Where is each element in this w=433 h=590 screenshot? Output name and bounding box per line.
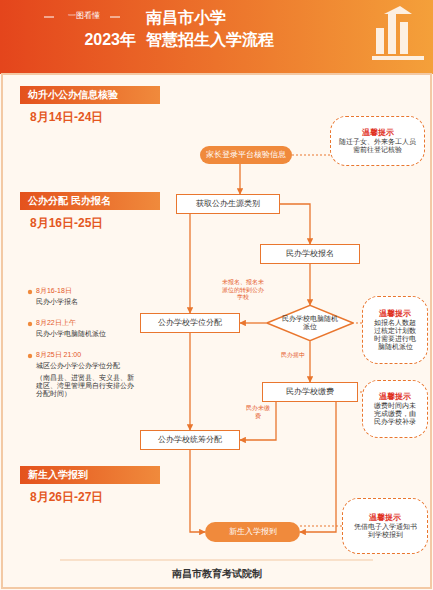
tip-body: 缴费时间内未完成缴费，由民办学校补录 bbox=[371, 402, 419, 425]
date-range: 8月26日-27日 bbox=[30, 490, 150, 505]
flow-arrow bbox=[239, 164, 240, 194]
title-dash bbox=[44, 17, 54, 18]
tip-body: 凭借电子入学通知书到学校报到 bbox=[351, 523, 419, 539]
schedule-note: 民办小学电脑随机派位 bbox=[36, 330, 134, 339]
edge-label: 未报名、报名未派位的转到公办学校 bbox=[220, 279, 266, 302]
header-icon bbox=[372, 6, 424, 60]
decision-diamond: 民办学校电脑随机派位 bbox=[266, 305, 354, 341]
flow-arrow bbox=[190, 450, 205, 532]
flow-arrow bbox=[309, 264, 310, 305]
page-frame bbox=[2, 74, 431, 588]
date-range: 8月14日-24日 bbox=[30, 110, 150, 125]
date-range: 8月16日-25日 bbox=[30, 216, 150, 231]
flow-arrow bbox=[300, 402, 336, 532]
title: 南昌市小学 bbox=[146, 8, 316, 29]
schedule-date: 8月25日 21:00 bbox=[36, 351, 134, 360]
node-text: 新生入学报到 bbox=[28, 469, 88, 481]
process-box: 民办学校缴费 bbox=[262, 382, 358, 402]
tip-body: 随迁子女、外来务工人员需前往登记核验 bbox=[339, 138, 416, 154]
bullet-dots bbox=[28, 290, 32, 358]
tip-heading: 温馨提示 bbox=[379, 309, 411, 318]
schedule-note: 民办小学报名 bbox=[36, 298, 134, 307]
callout-leader bbox=[300, 526, 342, 527]
schedule-date: 8月22日上午 bbox=[36, 319, 134, 328]
flow-arrow bbox=[309, 341, 310, 382]
main-title: 智慧招生入学流程 bbox=[146, 30, 316, 50]
process-box: 民办学校报名 bbox=[260, 244, 360, 264]
caption: 南昌市教育考试院制 bbox=[0, 567, 433, 581]
tip-callout: 温馨提示凭借电子入学通知书到学校报到 bbox=[342, 498, 428, 554]
node-text: 民办学校缴费 bbox=[286, 387, 334, 397]
node-text: 公办学校统筹分配 bbox=[158, 435, 222, 445]
edge-label: 民办未缴费 bbox=[244, 405, 272, 420]
flow-arrow bbox=[189, 333, 190, 430]
flow-arrow bbox=[189, 214, 190, 313]
flow-arrow bbox=[240, 322, 266, 323]
callout-leader bbox=[354, 323, 362, 324]
tip-callout: 温馨提示随迁子女、外来务工人员需前往登记核验 bbox=[330, 116, 425, 166]
schedule-date: 8月16-18日 bbox=[36, 287, 134, 296]
node-text: 民办学校电脑随机派位 bbox=[282, 315, 338, 332]
node-text: 幼升小公办信息核验 bbox=[28, 89, 118, 101]
node-text: 获取公办生源类别 bbox=[196, 199, 260, 209]
edge-label: 民办摇中 bbox=[278, 352, 307, 360]
header-band bbox=[0, 0, 433, 74]
section-band: 幼升小公办信息核验 bbox=[20, 86, 160, 104]
section-band: 新生入学报到 bbox=[20, 466, 160, 484]
tip-callout: 温馨提示如报名人数超过核定计划数时需要进行电脑随机派位 bbox=[362, 296, 428, 364]
node-text: 公办分配 民办报名 bbox=[28, 195, 111, 207]
title-dash bbox=[110, 17, 120, 18]
process-box: 公办学校学位分配 bbox=[140, 313, 240, 333]
subtitle: 一图看懂 bbox=[58, 11, 110, 21]
tip-heading: 温馨提示 bbox=[379, 392, 411, 401]
node-text: 公办学校学位分配 bbox=[158, 318, 222, 328]
section-band: 公办分配 民办报名 bbox=[20, 192, 160, 210]
process-box: 公办学校统筹分配 bbox=[140, 430, 240, 450]
process-box: 获取公办生源类别 bbox=[176, 194, 280, 214]
tip-body: 如报名人数超过核定计划数时需要进行电脑随机派位 bbox=[371, 319, 419, 350]
schedule-note: 城区公办小学公办学位分配 bbox=[36, 362, 136, 371]
schedule-note: （南昌县、进贤县、安义县、新建区、湾里管理局自行安排公办分配时间） bbox=[36, 374, 134, 398]
node-text: 新生入学报到 bbox=[229, 527, 277, 537]
end-pill: 新生入学报到 bbox=[205, 522, 300, 542]
node-text: 民办学校报名 bbox=[286, 249, 334, 259]
year-title: 2023年 bbox=[56, 30, 136, 50]
tip-heading: 温馨提示 bbox=[362, 128, 394, 137]
flow-arrow bbox=[240, 402, 276, 440]
tip-callout: 温馨提示缴费时间内未完成缴费，由民办学校补录 bbox=[362, 380, 428, 438]
flow-arrow bbox=[280, 204, 310, 244]
footer-rule bbox=[60, 560, 373, 561]
node-text: 家长登录平台核验信息 bbox=[206, 150, 286, 160]
start-pill: 家长登录平台核验信息 bbox=[200, 146, 292, 164]
tip-heading: 温馨提示 bbox=[369, 513, 401, 522]
callout-leader bbox=[292, 155, 330, 156]
